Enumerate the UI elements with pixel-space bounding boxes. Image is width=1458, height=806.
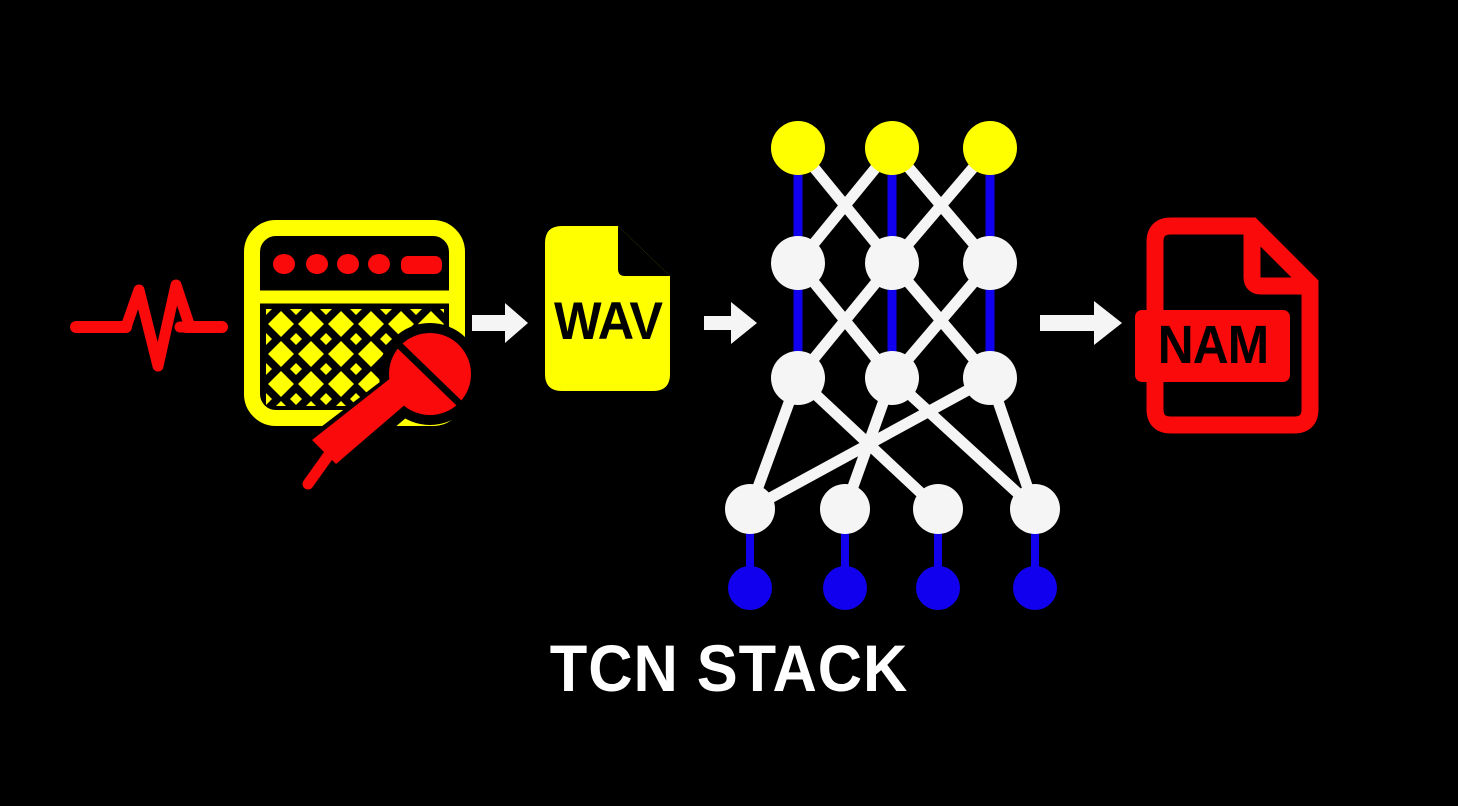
mic-body — [312, 377, 414, 464]
network-node-hidden-2 — [820, 484, 870, 534]
amp-slider-control — [401, 256, 442, 274]
nam-file-icon — [1135, 217, 1319, 434]
amp-knob-1 — [273, 254, 295, 274]
network-node-output-4 — [1013, 566, 1057, 610]
arrow-waveform-to-wav — [472, 303, 528, 343]
network-node-hidden-4 — [1010, 484, 1060, 534]
wav-file-label: WAV — [553, 292, 663, 351]
network-nodes — [725, 121, 1060, 610]
network-node-hidden-1 — [771, 351, 825, 405]
mic-cable — [302, 450, 334, 490]
arrow-network-to-nam — [1040, 301, 1122, 345]
wav-file-icon — [545, 226, 670, 391]
network-edge-cross — [747, 373, 993, 514]
network-node-hidden-1 — [725, 484, 775, 534]
amp-knob-4 — [368, 254, 390, 274]
network-node-output-2 — [823, 566, 867, 610]
network-node-hidden-3 — [963, 351, 1017, 405]
network-edge-cross — [888, 373, 1039, 514]
amplifier-microphone-icon — [244, 220, 481, 498]
network-node-output-3 — [916, 566, 960, 610]
nam-file-label: NAM — [1157, 315, 1269, 375]
network-node-hidden-1 — [771, 236, 825, 290]
mic-head-slash — [395, 341, 463, 407]
nam-file-outline — [1146, 217, 1319, 434]
network-node-input-3 — [963, 121, 1017, 175]
nam-file-label-band — [1135, 310, 1290, 382]
amp-knob-2 — [306, 254, 328, 274]
network-node-hidden-3 — [913, 484, 963, 534]
tcn-stack-caption: TCN STACK — [549, 631, 909, 705]
network-node-hidden-3 — [963, 236, 1017, 290]
network-node-hidden-2 — [865, 236, 919, 290]
microphone-icon — [297, 323, 481, 498]
nam-file-corner-fold — [1243, 228, 1308, 295]
arrow-wav-to-network — [704, 302, 757, 344]
network-node-hidden-2 — [865, 351, 919, 405]
network-node-input-2 — [865, 121, 919, 175]
network-node-output-1 — [728, 566, 772, 610]
amp-knob-3 — [337, 254, 359, 274]
network-node-input-1 — [771, 121, 825, 175]
wav-file-corner-fold — [618, 226, 670, 276]
audio-waveform-icon — [70, 279, 228, 372]
